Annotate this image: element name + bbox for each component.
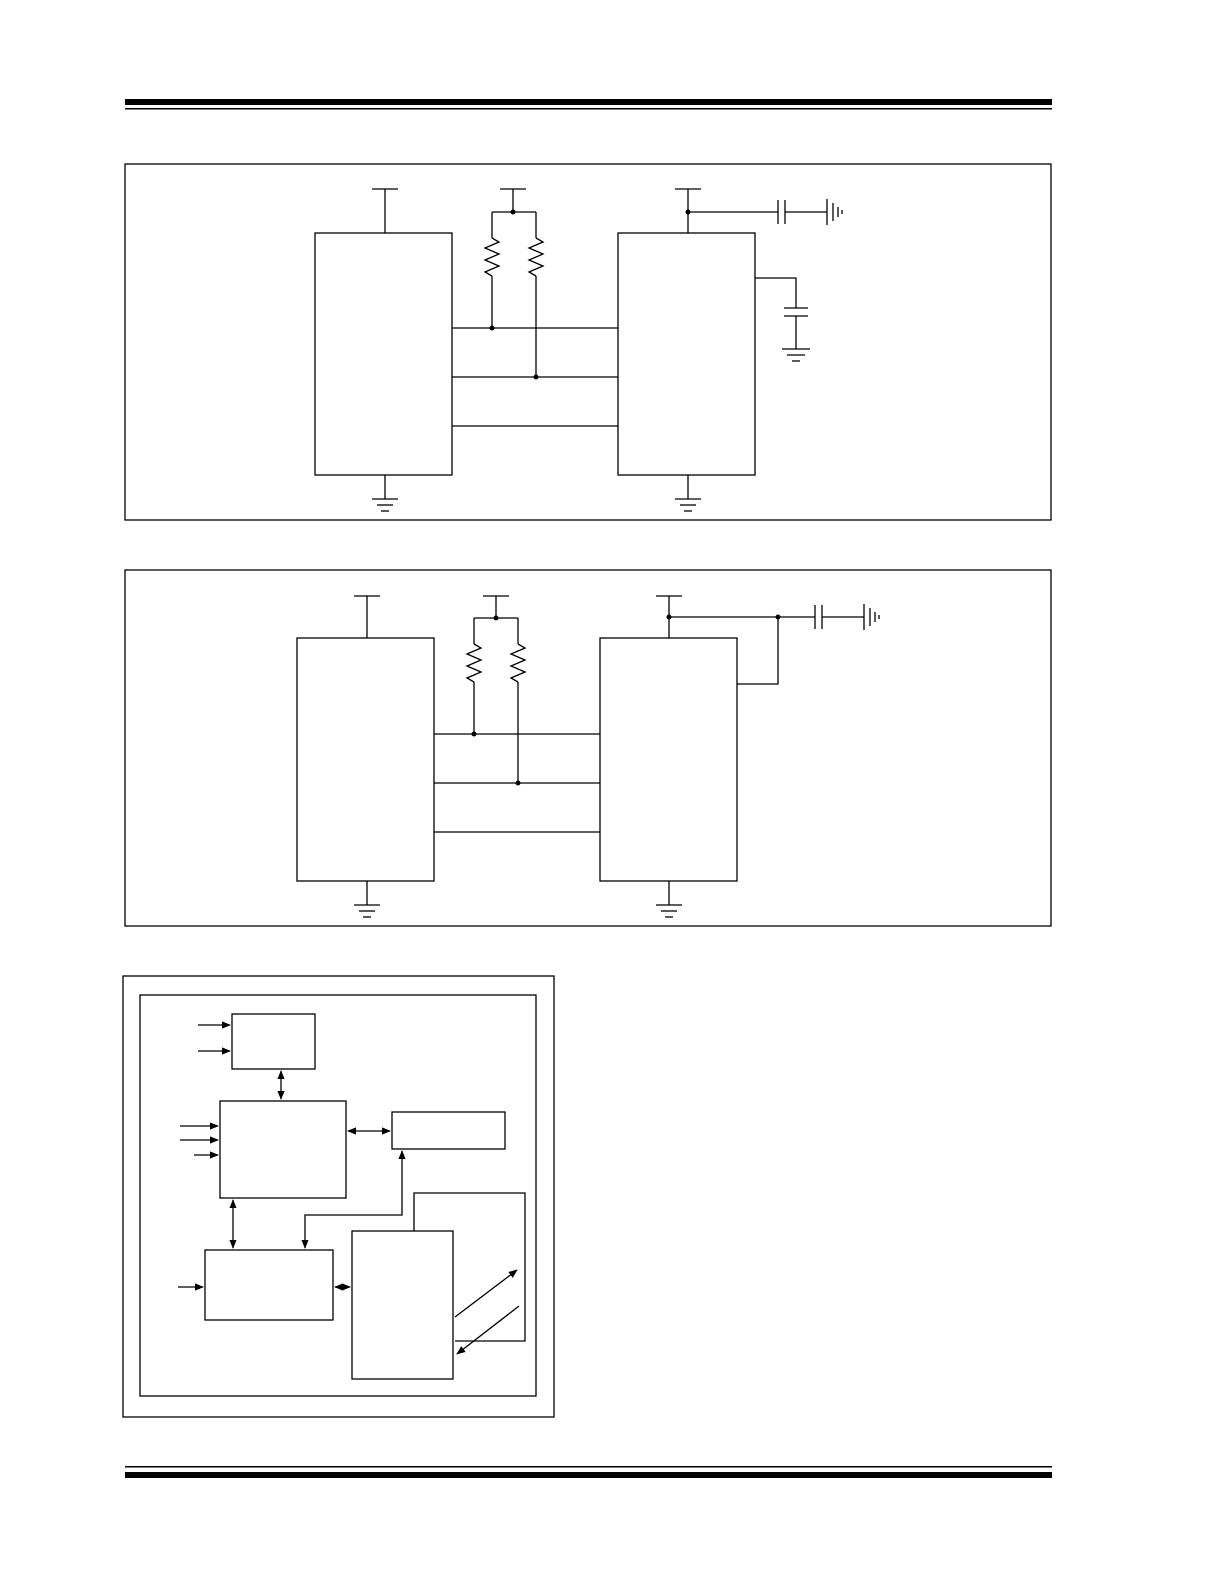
bus-connections [452,327,618,427]
feedback-path [413,1192,526,1342]
register-block [391,1111,506,1150]
pull-up-resistor-pair [483,188,545,380]
device-ic-block [617,232,756,476]
ground-symbol [354,881,380,918]
vdd-rail-symbol [372,188,398,233]
figure-2-frame [124,569,1052,927]
decoupling-capacitor [777,200,827,224]
bus-connections [434,733,600,833]
figure-2-circuit [124,569,1052,927]
figure-3-inner-frame [139,994,537,1397]
input-block [231,1013,316,1070]
vdd-rail-symbol [354,595,380,638]
ground-symbol [863,604,880,630]
interface-block [351,1230,454,1380]
decoupling-capacitor [814,605,864,629]
vdd-rail-symbol [656,595,815,685]
ground-symbol [826,199,843,225]
figure-1-frame [124,163,1052,521]
host-ic-block [314,232,453,476]
ground-symbol [675,475,701,512]
host-ic-block [296,637,435,882]
device-ic-block [599,637,738,882]
figure-3-block-diagram [122,975,555,1418]
figure-3-outer-frame [122,975,555,1418]
pull-up-resistor-pair [465,595,527,786]
memory-block [204,1249,334,1321]
external-capacitor [755,277,810,362]
ground-symbol [656,881,682,918]
control-logic-block [219,1100,347,1199]
figure-1-circuit [124,163,1052,521]
vdd-rail-symbol [675,188,778,233]
header-rule [125,99,1052,110]
ground-symbol [372,475,398,512]
footer-rule [125,1466,1052,1478]
